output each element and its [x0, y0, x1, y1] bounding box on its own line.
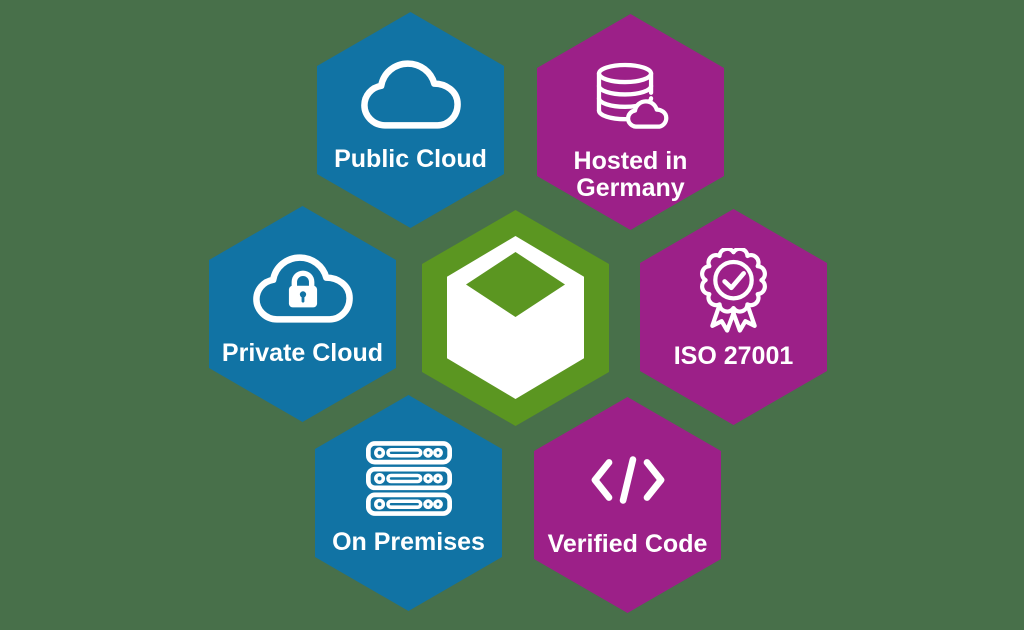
server-stack-icon — [315, 423, 502, 533]
hexagon-hub — [422, 210, 609, 426]
cloud-lock-icon — [209, 234, 396, 344]
hexagon-verified-code: Verified Code — [534, 397, 721, 613]
cube-top-face — [466, 252, 565, 317]
verified-code-label: Verified Code — [547, 530, 708, 558]
certificate-badge-icon — [640, 237, 827, 347]
cloud-icon — [317, 40, 504, 150]
on-premises-label: On Premises — [332, 528, 485, 556]
hexagon-private-cloud: Private Cloud — [209, 206, 396, 422]
private-cloud-label: Private Cloud — [221, 339, 384, 367]
hexagon-on-premises: On Premises — [315, 395, 502, 611]
hexagon-public-cloud: Public Cloud — [317, 12, 504, 228]
database-cloud-icon — [537, 42, 724, 152]
iso-27001-label: ISO 27001 — [673, 342, 794, 370]
public-cloud-label: Public Cloud — [334, 145, 487, 173]
code-brackets-icon — [534, 425, 721, 535]
hexagon-hosted-in-germany: Hosted in Germany — [537, 14, 724, 230]
hosted-in-germany-label: Hosted in Germany — [573, 147, 688, 202]
cube-icon — [447, 236, 584, 399]
hexagon-iso-27001: ISO 27001 — [640, 209, 827, 425]
